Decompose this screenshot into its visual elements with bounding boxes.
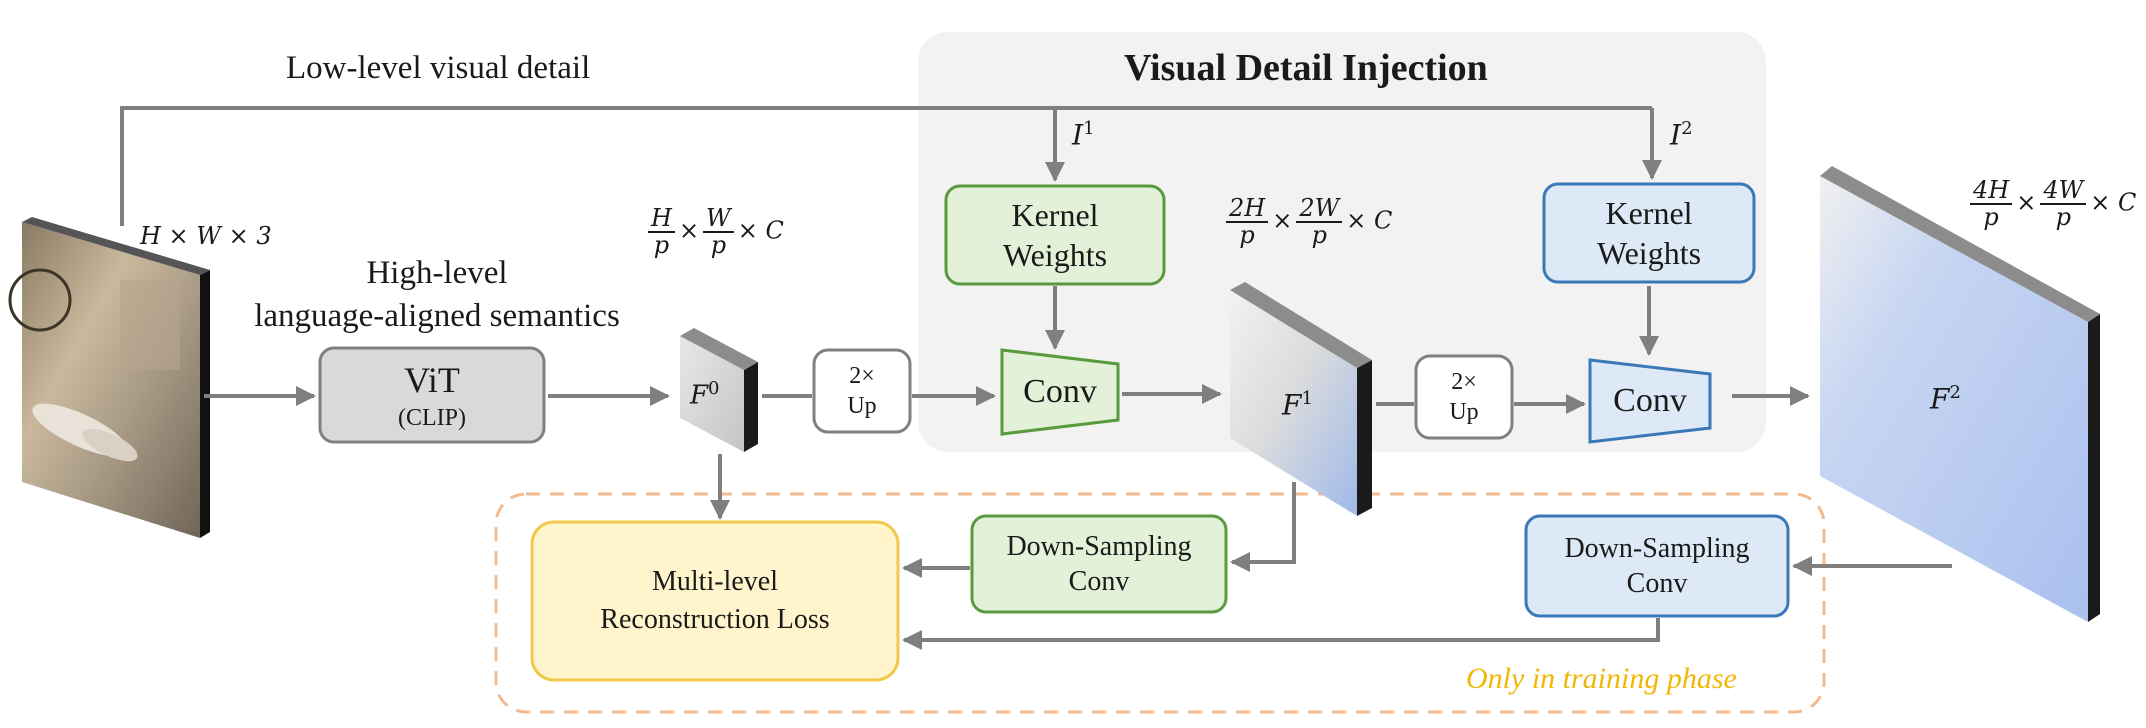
- loss-label: Multi-level Reconstruction Loss: [532, 522, 898, 680]
- f2-dim-tail: × C: [2090, 188, 2137, 217]
- input-dims: H × W × 3: [140, 222, 272, 250]
- f0-dim-num-2: W: [703, 205, 734, 234]
- injection-panel: [918, 32, 1766, 452]
- conv-block-2: [1588, 358, 1712, 444]
- f0-dim-den-2: p: [710, 231, 727, 260]
- vit-box: [318, 346, 546, 444]
- i1-name: I: [1072, 118, 1084, 152]
- f1-dim-den-1: p: [1239, 221, 1255, 250]
- downsample-box-2: [1524, 514, 1790, 618]
- f0-dim-tail: × C: [737, 216, 784, 245]
- i2-name: I: [1670, 118, 1682, 152]
- training-phase-note: Only in training phase: [1466, 662, 1737, 695]
- i1-sup: 1: [1083, 118, 1095, 139]
- kernel1-line2: Weights: [1002, 237, 1108, 273]
- f1-name: F: [1282, 388, 1302, 422]
- f1-dim-tail: × C: [1346, 206, 1393, 235]
- upsample-box-2: [1414, 354, 1514, 440]
- loss-box: [530, 520, 900, 682]
- conv2-label: Conv: [1613, 381, 1687, 419]
- downsample-box-1: [970, 514, 1228, 614]
- conv1-label: Conv: [1023, 372, 1097, 410]
- vit-label: ViT (CLIP): [320, 348, 544, 442]
- feature-map-f1: [1230, 282, 1372, 516]
- f0-name: F: [690, 380, 709, 411]
- vit-subtitle: (CLIP): [398, 404, 466, 431]
- down2-line2: Conv: [1626, 568, 1688, 599]
- down2-line1: Down-Sampling: [1564, 533, 1750, 564]
- f2-dim-num-1: 4H: [1970, 177, 2013, 206]
- i1-label: I1: [1072, 118, 1095, 151]
- f0-sup: 0: [708, 378, 720, 399]
- kernel2-line2: Weights: [1596, 235, 1702, 271]
- down1-line2: Conv: [1068, 566, 1130, 597]
- f2-name: F: [1930, 382, 1950, 416]
- up1-line1: 2×: [849, 363, 875, 389]
- up1-label: 2× Up: [814, 350, 910, 432]
- feature-map-f0: [680, 328, 758, 452]
- loss-line2: Reconstruction Loss: [600, 604, 830, 635]
- vit-title: ViT: [404, 359, 460, 400]
- f2-dim-den-2: p: [2055, 203, 2071, 232]
- upsample-box-1: [812, 348, 912, 434]
- input-image: [8, 217, 210, 538]
- f2-label: F2: [1930, 382, 1961, 415]
- conv-block-1: [1000, 348, 1120, 436]
- f0-label: F0: [690, 378, 720, 411]
- low-level-detail-label: Low-level visual detail: [286, 50, 591, 86]
- kernel-weights-box-2: [1542, 182, 1756, 284]
- f1-sup: 1: [1301, 388, 1313, 409]
- f1-label: F1: [1282, 388, 1313, 421]
- f2-dim-num-2: 4W: [2040, 177, 2087, 206]
- down1-label: Down-Sampling Conv: [972, 516, 1226, 612]
- f0-dim-num-1: H: [648, 205, 675, 234]
- f2-dim-den-1: p: [1983, 203, 1999, 232]
- semantics-label: High-level language-aligned semantics: [232, 252, 642, 338]
- i2-label: I2: [1670, 118, 1693, 151]
- f2-sup: 2: [1949, 382, 1961, 403]
- kernel1-label: Kernel Weights: [946, 186, 1164, 284]
- kernel2-line1: Kernel: [1605, 195, 1693, 231]
- up1-line2: Up: [847, 393, 877, 419]
- kernel1-line1: Kernel: [1011, 197, 1099, 233]
- training-region: [494, 492, 1826, 714]
- semantics-line-1: High-level: [366, 255, 508, 291]
- feature-map-f2: [1820, 166, 2100, 622]
- arrow-detail-path: [120, 106, 1652, 226]
- arrow-down2-to-loss: [902, 618, 1660, 650]
- up2-label: 2× Up: [1416, 356, 1512, 438]
- f1-dim-num-1: 2H: [1226, 195, 1269, 224]
- up2-line1: 2×: [1451, 369, 1477, 395]
- connectors: [120, 106, 1952, 650]
- i2-sup: 2: [1681, 118, 1693, 139]
- kernel2-label: Kernel Weights: [1544, 184, 1754, 282]
- f1-dim-den-2: p: [1311, 221, 1327, 250]
- loss-line1: Multi-level: [652, 566, 778, 598]
- f1-dim-num-2: 2W: [1296, 195, 1343, 224]
- semantics-line-2: language-aligned semantics: [254, 297, 620, 334]
- kernel-weights-box-1: [944, 184, 1166, 286]
- down2-label: Down-Sampling Conv: [1526, 516, 1788, 616]
- f0-dim-den-1: p: [653, 231, 670, 260]
- up2-line2: Up: [1449, 399, 1479, 425]
- arrow-f1-to-down1: [1230, 482, 1296, 572]
- down1-line1: Down-Sampling: [1006, 531, 1192, 562]
- panel-title: Visual Detail Injection: [1124, 47, 1488, 89]
